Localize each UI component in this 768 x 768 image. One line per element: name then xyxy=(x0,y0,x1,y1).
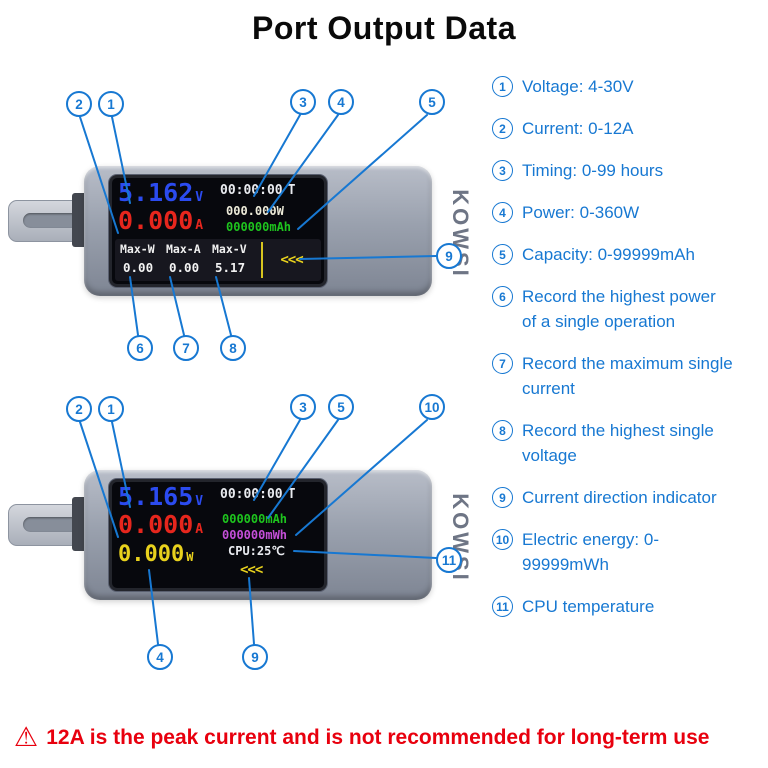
legend-num: 6 xyxy=(492,286,513,307)
legend-text: Current direction indicator xyxy=(522,488,717,507)
legend-item-9: 9 Current direction indicator xyxy=(492,485,768,510)
callout-9: 9 xyxy=(436,243,462,269)
max-values-strip: Max-W Max-A Max-V 0.00 0.00 5.17 <<< xyxy=(115,239,321,281)
legend-num: 5 xyxy=(492,244,513,265)
callout-9: 9 xyxy=(242,644,268,670)
warning-icon: ⚠ xyxy=(14,722,39,753)
legend-item-10: 10 Electric energy: 0-99999mWh xyxy=(492,527,768,577)
legend-text: Voltage: 4-30V xyxy=(522,77,634,96)
callout-7: 7 xyxy=(173,335,199,361)
legend-num: 3 xyxy=(492,160,513,181)
callout-3: 3 xyxy=(290,394,316,420)
legend-item-7: 7 Record the maximum single current xyxy=(492,351,768,401)
timer-readout: 00:00:00 T xyxy=(220,183,296,199)
max-v-label: Max-V xyxy=(212,242,247,256)
timer-readout: 00:00:00 T xyxy=(220,487,296,503)
callout-5: 5 xyxy=(419,89,445,115)
legend-item-5: 5 Capacity: 0-99999mAh xyxy=(492,242,768,267)
usb-c-plug-slot xyxy=(23,517,79,532)
max-w-value: 0.00 xyxy=(123,260,154,275)
legend-num: 2 xyxy=(492,118,513,139)
legend-text: Timing: 0-99 hours xyxy=(522,161,664,180)
callout-3: 3 xyxy=(290,89,316,115)
legend-num: 9 xyxy=(492,487,513,508)
legend-text: Current: 0-12A xyxy=(522,119,634,138)
legend-text: Record the maximum single current xyxy=(522,354,733,398)
callout-1: 1 xyxy=(98,396,124,422)
legend-text: Record the highest single voltage xyxy=(522,421,714,465)
callout-2: 2 xyxy=(66,91,92,117)
callout-1: 1 xyxy=(98,91,124,117)
legend-item-1: 1 Voltage: 4-30V xyxy=(492,74,768,99)
power-unit: W xyxy=(186,550,194,564)
legend-num: 11 xyxy=(492,596,513,617)
legend-item-4: 4 Power: 0-360W xyxy=(492,200,768,225)
callout-10: 10 xyxy=(419,394,445,420)
voltage-unit: V xyxy=(195,494,204,509)
legend-text: Record the highest power of a single ope… xyxy=(522,287,716,331)
power-value: 0.000 xyxy=(118,542,185,567)
max-w-label: Max-W xyxy=(120,242,155,256)
current-direction-arrows: <<< xyxy=(261,242,320,278)
capacity-readout: 000000mAh xyxy=(222,512,288,526)
max-v-value: 5.17 xyxy=(215,260,246,275)
legend-text: CPU temperature xyxy=(522,597,655,616)
power-readout: 000.000W xyxy=(226,204,284,218)
max-a-value: 0.00 xyxy=(169,260,200,275)
energy-readout: 000000mWh xyxy=(222,528,288,542)
callout-4: 4 xyxy=(328,89,354,115)
callout-5: 5 xyxy=(328,394,354,420)
max-a-label: Max-A xyxy=(166,242,201,256)
legend-text: Power: 0-360W xyxy=(522,203,640,222)
legend-num: 7 xyxy=(492,353,513,374)
legend: 1 Voltage: 4-30V 2 Current: 0-12A 3 Timing:… xyxy=(492,74,768,636)
current-value: 0.000 xyxy=(118,206,194,235)
cpu-temp-readout: CPU:25℃ xyxy=(228,544,285,558)
voltage-unit: V xyxy=(195,190,204,205)
timer-value: 00:00:00 xyxy=(220,487,283,502)
legend-item-3: 3 Timing: 0-99 hours xyxy=(492,158,768,183)
legend-num: 8 xyxy=(492,420,513,441)
timer-unit: T xyxy=(287,183,296,198)
legend-num: 10 xyxy=(492,529,513,550)
voltage-value: 5.162 xyxy=(118,178,194,207)
current-unit: A xyxy=(195,218,204,233)
legend-item-8: 8 Record the highest single voltage xyxy=(492,418,768,468)
callout-6: 6 xyxy=(127,335,153,361)
callout-8: 8 xyxy=(220,335,246,361)
voltage-value: 5.165 xyxy=(118,482,194,511)
current-unit: A xyxy=(195,522,204,537)
legend-item-6: 6 Record the highest power of a single op… xyxy=(492,284,768,334)
legend-text: Capacity: 0-99999mAh xyxy=(522,245,695,264)
legend-item-11: 11 CPU temperature xyxy=(492,594,768,619)
callout-2: 2 xyxy=(66,396,92,422)
callout-4: 4 xyxy=(147,644,173,670)
legend-num: 4 xyxy=(492,202,513,223)
callout-11: 11 xyxy=(436,547,462,573)
timer-value: 00:00:00 xyxy=(220,183,283,198)
legend-text: Electric energy: 0-99999mWh xyxy=(522,530,659,574)
legend-num: 1 xyxy=(492,76,513,97)
warning-note: ⚠ 12A is the peak current and is not rec… xyxy=(14,724,709,751)
page-title: Port Output Data xyxy=(252,10,516,46)
current-direction-arrows: <<< xyxy=(240,562,263,578)
legend-item-2: 2 Current: 0-12A xyxy=(492,116,768,141)
capacity-readout: 000000mAh xyxy=(226,220,292,234)
warning-text: 12A is the peak current and is not recom… xyxy=(46,725,710,749)
usb-c-plug-slot xyxy=(23,213,79,228)
current-value: 0.000 xyxy=(118,510,194,539)
timer-unit: T xyxy=(287,487,296,502)
